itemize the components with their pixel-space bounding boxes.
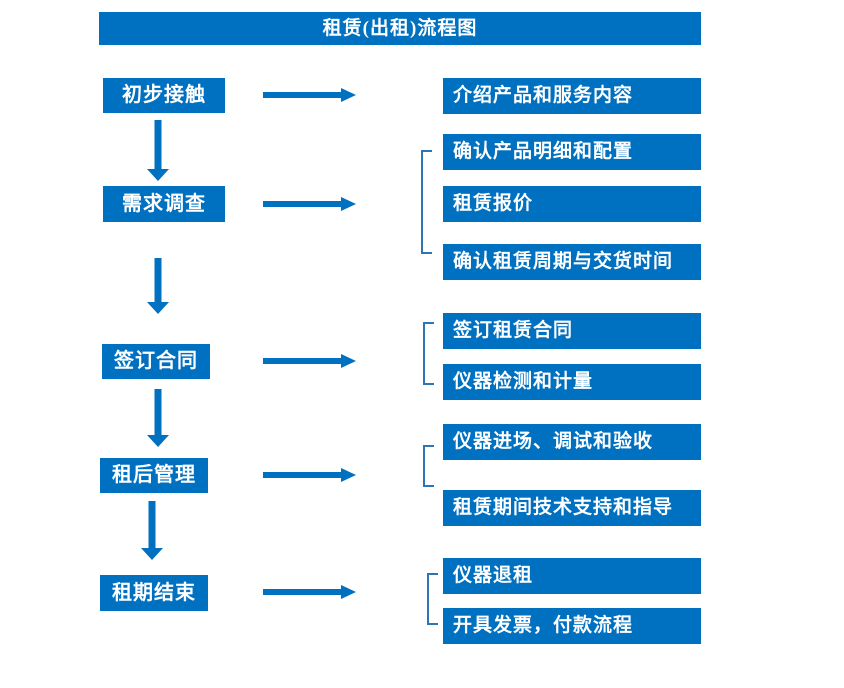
bracket-connector — [423, 322, 434, 385]
detail-box: 确认产品明细和配置 — [443, 134, 701, 170]
flowchart-title: 租赁(出租)流程图 — [99, 12, 701, 45]
arrow-down-icon — [141, 501, 163, 560]
arrow-down-icon — [147, 120, 169, 181]
detail-box: 仪器退租 — [443, 558, 701, 594]
arrow-right-icon — [263, 354, 356, 368]
detail-box: 开具发票，付款流程 — [443, 608, 701, 644]
bracket-connector — [427, 573, 438, 625]
detail-box: 租赁期间技术支持和指导 — [443, 490, 701, 526]
detail-box: 租赁报价 — [443, 186, 701, 222]
step-box-demand-survey: 需求调查 — [103, 186, 225, 222]
detail-box: 确认租赁周期与交货时间 — [443, 244, 701, 280]
detail-box: 仪器检测和计量 — [443, 364, 701, 400]
arrow-down-icon — [147, 258, 169, 314]
arrow-right-icon — [263, 88, 356, 102]
step-box-rental-end: 租期结束 — [100, 575, 208, 611]
detail-box: 签订租赁合同 — [443, 313, 701, 349]
step-box-sign-contract: 签订合同 — [102, 344, 210, 379]
step-box-initial-contact: 初步接触 — [103, 78, 225, 113]
bracket-connector — [421, 150, 432, 254]
step-box-post-rental-management: 租后管理 — [100, 458, 208, 493]
arrow-right-icon — [263, 197, 356, 211]
arrow-down-icon — [147, 389, 169, 447]
arrow-right-icon — [263, 585, 356, 599]
bracket-connector — [423, 445, 434, 487]
arrow-right-icon — [263, 468, 356, 482]
detail-box: 仪器进场、调试和验收 — [443, 424, 701, 460]
detail-box: 介绍产品和服务内容 — [443, 78, 701, 114]
